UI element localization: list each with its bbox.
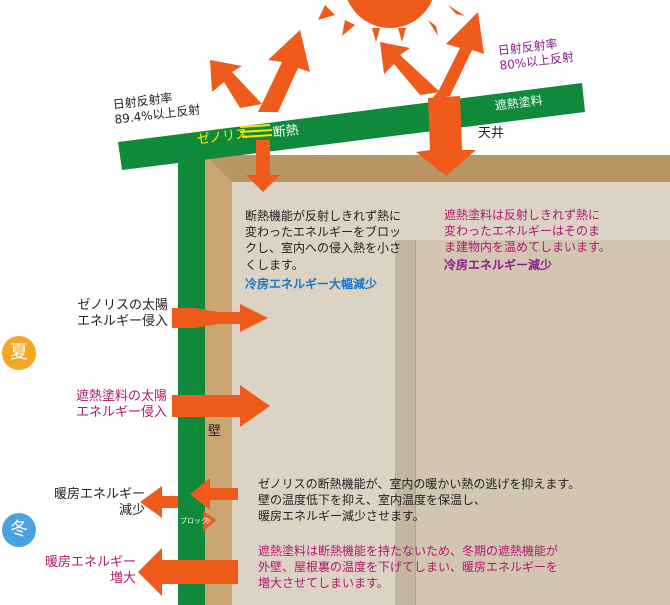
wall-green-layer: [178, 150, 205, 605]
zenoris-heat-in-label: ゼノリスの太陽 エネルギー侵入: [76, 298, 168, 330]
right-box-emphasis: 冷房エネルギー減少: [444, 258, 553, 272]
summer-badge: 夏: [2, 336, 36, 370]
left-box-emphasis: 冷房エネルギー大幅減少: [245, 277, 378, 291]
reflect-arrow-left: [210, 30, 310, 112]
heating-increase-label: 暖房エネルギー 増大: [44, 555, 136, 587]
reflect-arrow-right: [380, 12, 484, 100]
dannetsu-label: 断熱: [272, 122, 300, 141]
arrow-zenoris-heat-in: [172, 304, 268, 332]
arrow-heating-reduce: [190, 478, 238, 510]
arrow-block: [203, 511, 217, 532]
block-label: ブロック: [180, 517, 208, 525]
heat-arrow-into-ceiling-right: [416, 96, 476, 176]
arrow-heating-increase: [138, 548, 238, 596]
sun-rays: [318, 5, 465, 42]
sun: [347, 0, 433, 28]
winter-badge: 冬: [2, 513, 36, 547]
arrow-heating-reduce-outer: [140, 486, 178, 518]
winter-zenoris-description: ゼノリスの断熱機能が、室内の暖かい熱の逃げを抑えます。 壁の温度低下を抑え、室内…: [258, 477, 581, 524]
winter-shanetsu-description: 遮熱塗料は断熱機能を持たないため、冬期の遮熱機能が 外壁、屋根裏の温度を下げてし…: [258, 544, 559, 591]
right-box-description: 遮熱塗料は反射しきれず熱に 変わったエネルギーはそのま ま建物内を温めてしまいま…: [444, 208, 611, 255]
room-back-wall: [415, 240, 670, 605]
shanetsu-heat-in-label: 遮熱塗料の太陽 エネルギー侵入: [75, 389, 167, 421]
arrow-shanetsu-heat-in: [172, 385, 270, 427]
wall-label: 壁: [208, 424, 222, 439]
left-box-description: 断熱機能が反射しきれず熱に 変わったエネルギーをブロッ クし、室内への侵入熱を小…: [245, 209, 402, 272]
tenjo-label: 天井: [478, 126, 505, 141]
roof-green-layer: [118, 83, 585, 170]
room-corner-shade: [395, 240, 415, 605]
heating-reduce-label: 暖房エネルギー 減少: [53, 487, 145, 519]
heat-arrow-into-ceiling-left: [246, 140, 280, 192]
